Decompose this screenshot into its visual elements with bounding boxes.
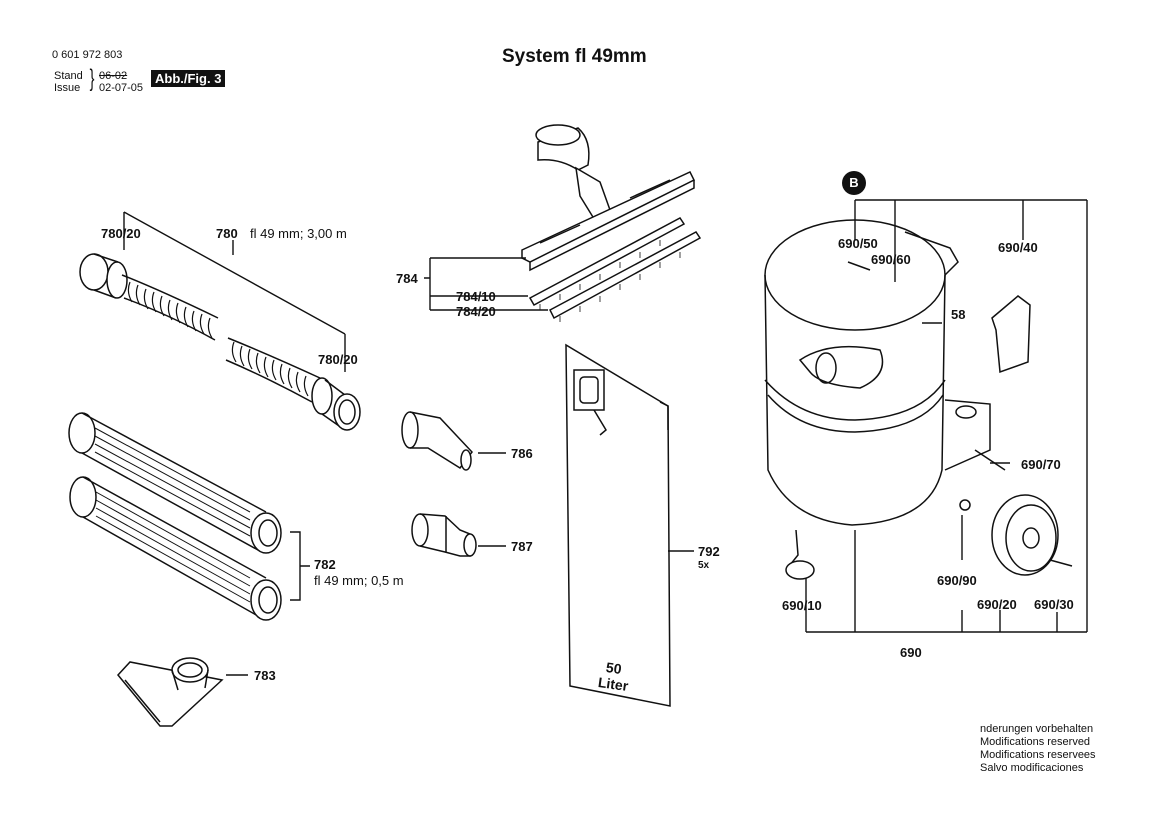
callout-787: 787 xyxy=(511,539,533,554)
notice-line-fr: Modifications reservees xyxy=(980,749,1096,761)
brace-icon: } xyxy=(89,65,95,92)
issue-label: Issue xyxy=(54,82,81,94)
callout-792: 792 xyxy=(698,544,720,559)
adapter-787-drawing xyxy=(411,513,477,557)
callout-690-10: 690/10 xyxy=(782,598,822,613)
callout-690-70: 690/70 xyxy=(1021,457,1061,472)
callout-783: 783 xyxy=(254,668,276,683)
callout-780: 780 xyxy=(216,226,238,241)
callout-780-description: fl 49 mm; 3,00 m xyxy=(250,226,347,241)
callout-786: 786 xyxy=(511,446,533,461)
callout-690-30: 690/30 xyxy=(1034,597,1074,612)
issue-date: 02-07-05 xyxy=(99,82,144,94)
callout-784-10: 784/10 xyxy=(456,289,496,304)
notice-line-es: Salvo modificaciones xyxy=(980,762,1084,774)
callout-780-20-bottom: 780/20 xyxy=(318,352,358,367)
floor-nozzle-784-drawing xyxy=(521,124,702,322)
callout-690-20: 690/20 xyxy=(977,597,1017,612)
modification-notice: nderungen vorbehalten Modifications rese… xyxy=(980,723,1096,775)
callout-782-description: fl 49 mm; 0,5 m xyxy=(314,573,404,588)
callout-782: 782 xyxy=(314,557,336,572)
page-title: System fl 49mm xyxy=(502,46,647,67)
notice-line-en: Modifications reserved xyxy=(980,736,1091,748)
callout-690-50: 690/50 xyxy=(838,236,878,251)
hose-780-drawing xyxy=(79,253,361,431)
leader-lines xyxy=(123,199,1088,676)
marker-b: B xyxy=(842,171,866,195)
callout-784: 784 xyxy=(396,271,418,286)
callout-690-40: 690/40 xyxy=(998,240,1038,255)
figure-badge: Abb./Fig. 3 xyxy=(151,70,226,87)
stand-issue-dates: 06-02 02-07-05 xyxy=(99,70,143,94)
callout-690-90: 690/90 xyxy=(937,573,977,588)
filter-bag-792-drawing xyxy=(565,343,671,707)
callout-780-20-top: 780/20 xyxy=(101,226,141,241)
stand-label: Stand xyxy=(54,70,83,82)
stand-issue-labels: Stand Issue xyxy=(54,70,83,94)
notice-line-de: nderungen vorbehalten xyxy=(980,723,1094,735)
callout-792-quantity: 5x xyxy=(698,560,710,571)
crevice-nozzle-786-drawing xyxy=(401,411,473,471)
stand-date: 06-02 xyxy=(99,70,128,82)
part-number: 0 601 972 803 xyxy=(52,49,123,61)
nozzle-783-drawing xyxy=(117,657,224,727)
callout-784-20: 784/20 xyxy=(456,304,496,319)
callout-690-60: 690/60 xyxy=(871,252,911,267)
tubes-782-drawing xyxy=(68,412,282,621)
callout-690: 690 xyxy=(900,645,922,660)
callout-58: 58 xyxy=(951,307,966,322)
vacuum-container-690-drawing xyxy=(764,219,1073,580)
